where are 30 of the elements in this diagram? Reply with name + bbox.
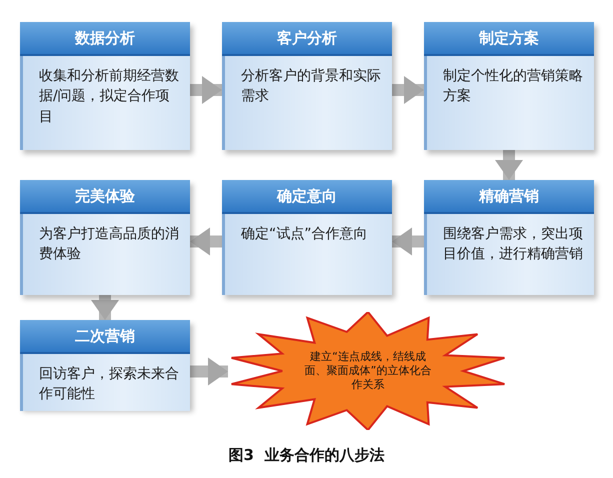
block-arrow	[190, 76, 222, 104]
step-card	[424, 22, 594, 150]
block-arrow	[495, 150, 523, 180]
step-heading: 客户分析	[222, 22, 392, 56]
block-arrow	[392, 76, 424, 104]
step-description: 为客户打造高品质的消费体验	[20, 214, 190, 295]
step-description: 围绕客户需求，突出项目价值，进行精确营销	[424, 214, 594, 295]
step-heading: 完美体验	[20, 180, 190, 214]
block-arrow	[190, 228, 222, 256]
step-heading: 精确营销	[424, 180, 594, 214]
block-arrow	[91, 295, 119, 320]
step-card	[20, 320, 190, 408]
step-heading: 数据分析	[20, 22, 190, 56]
step-heading: 二次营销	[20, 320, 190, 354]
step-card	[222, 22, 392, 150]
step-card	[222, 180, 392, 295]
step-heading: 确定意向	[222, 180, 392, 214]
step-card	[20, 22, 190, 150]
block-arrow	[392, 228, 424, 256]
step-description: 制定个性化的营销策略方案	[424, 56, 594, 150]
step-card	[424, 180, 594, 295]
step-heading: 制定方案	[424, 22, 594, 56]
step-description: 分析客户的背景和实际需求	[222, 56, 392, 150]
block-arrow	[190, 358, 228, 386]
caption: 图3 业务合作的八步法	[228, 446, 384, 465]
step-description: 回访客户，探索未来合作可能性	[20, 354, 190, 411]
step-description: 确定“试点”合作意向	[222, 214, 392, 295]
step-description: 收集和分析前期经营数据/问题，拟定合作项目	[20, 56, 190, 150]
step-card	[20, 180, 190, 295]
starburst-text: 建立“连点成线，结线成面、聚面成体”的立体化合作关系	[304, 350, 432, 392]
